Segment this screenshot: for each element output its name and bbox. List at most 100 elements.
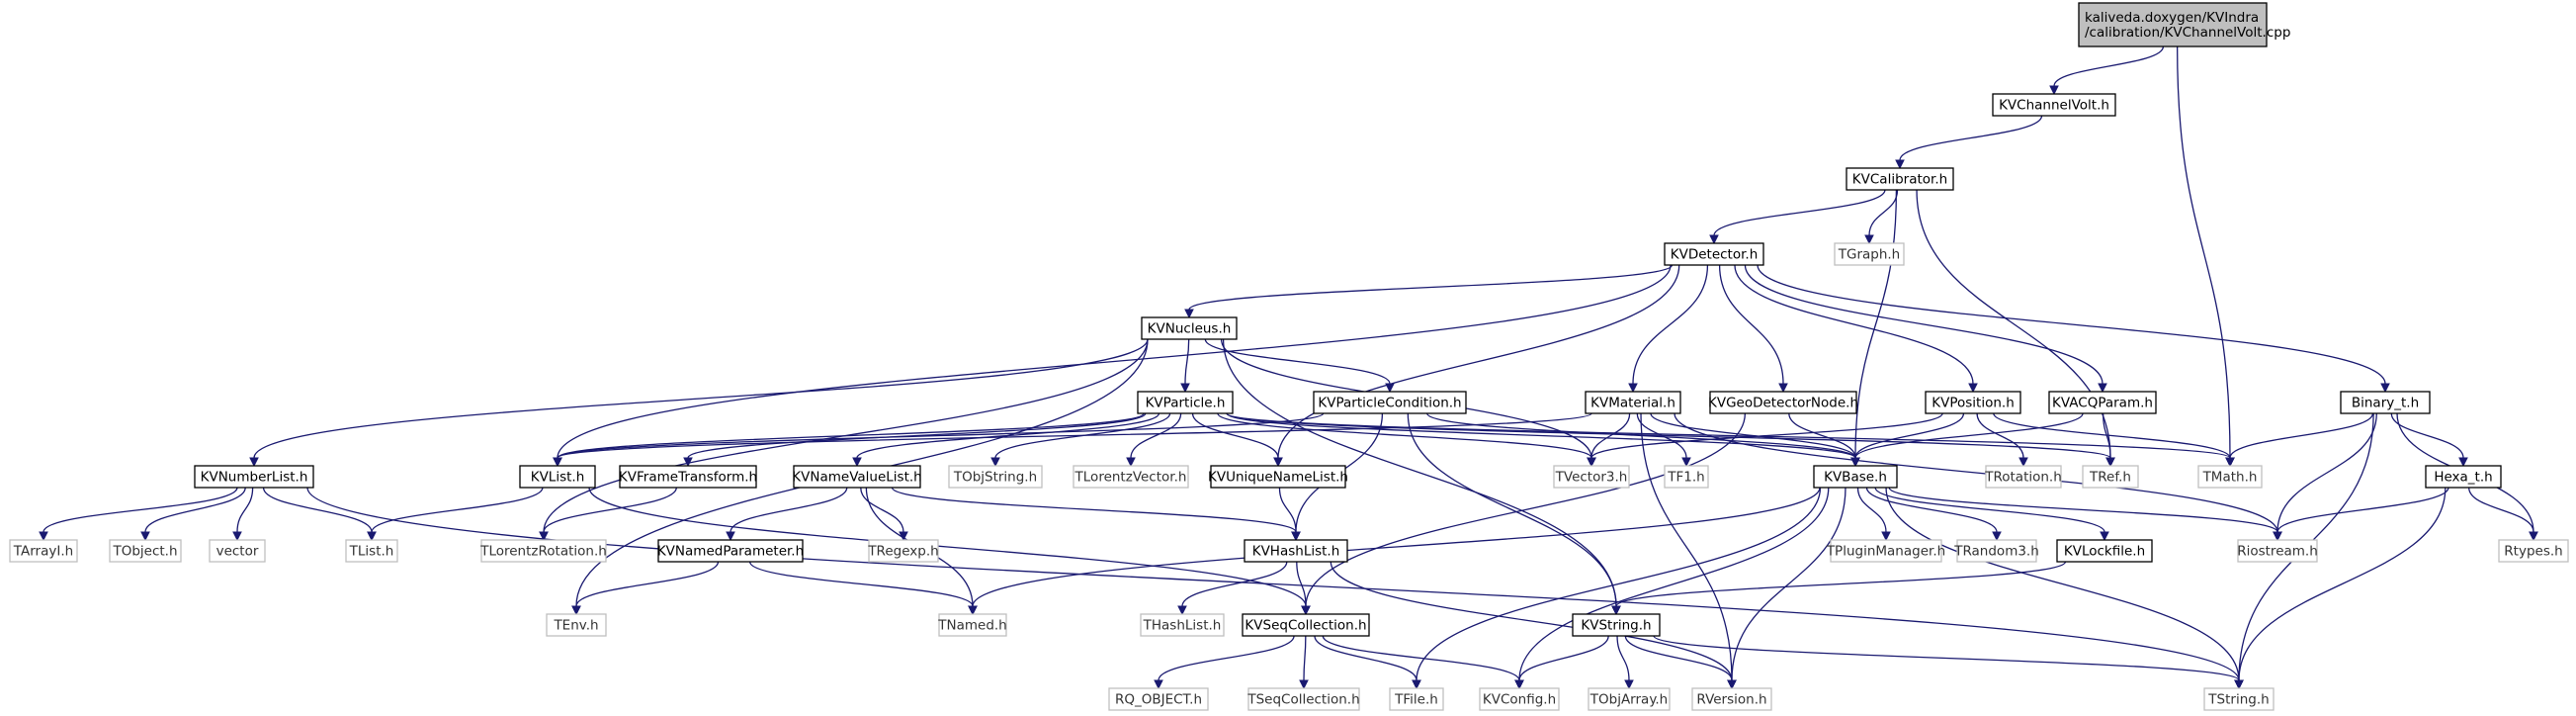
edge-line: [1874, 487, 2105, 533]
node-vector[interactable]: vector: [209, 539, 266, 563]
node-tobj-string[interactable]: TObjString.h: [948, 465, 1043, 489]
node-tref[interactable]: TRef.h: [2082, 465, 2139, 489]
node-kvnumber-list[interactable]: KVNumberList.h: [194, 465, 314, 489]
edge-line: [43, 487, 238, 533]
node-tnamed[interactable]: TNamed.h: [937, 613, 1007, 637]
arrowhead: [1628, 383, 1638, 394]
edge-line: [2053, 45, 2165, 87]
node-binary-t[interactable]: Binary_t.h: [2340, 391, 2431, 414]
edge-kvbase-to-tplugin-manager: [1856, 487, 1891, 542]
node-thash-list[interactable]: THashList.h: [1140, 613, 1225, 637]
node-kvconfig[interactable]: KVConfig.h: [1479, 687, 1560, 711]
edge-line: [371, 487, 544, 533]
arrowhead: [1291, 531, 1301, 542]
node-box: [1925, 391, 2021, 414]
nodes-layer: kaliveda.doxygen/KVIndra/calibration/KVC…: [9, 2, 2569, 711]
node-kvgeo-detector-node[interactable]: KVGeoDetectorNode.h: [1708, 391, 1858, 414]
edge-kvnumber-list-to-tarray-i: [39, 487, 238, 542]
node-tlist[interactable]: TList.h: [345, 539, 398, 563]
edge-kvcalibrator-to-kvdetector: [1709, 189, 1886, 245]
node-kvposition[interactable]: KVPosition.h: [1925, 391, 2021, 414]
node-label: KVGeoDetectorNode.h: [1708, 396, 1858, 411]
node-label: KVNucleus.h: [1148, 321, 1232, 337]
arrowhead: [1587, 457, 1596, 468]
edge-kvnamed-parameter-to-tenv: [571, 561, 720, 616]
node-kvhash-list[interactable]: KVHashList.h: [1244, 539, 1348, 563]
node-label: KVSeqCollection.h: [1245, 618, 1366, 634]
node-kvlockfile[interactable]: KVLockfile.h: [2056, 539, 2153, 563]
node-box: [938, 613, 1007, 637]
node-kvbase[interactable]: KVBase.h: [1813, 465, 1898, 489]
node-rq-object[interactable]: RQ_OBJECT.h: [1108, 687, 1209, 711]
node-kvparticle-condition[interactable]: KVParticleCondition.h: [1313, 391, 1467, 414]
edge-kvseq-collection-to-kvconfig: [1322, 635, 1524, 690]
edge-line: [1204, 338, 1391, 385]
node-label: TObjString.h: [953, 470, 1037, 486]
edge-line: [2390, 412, 2464, 459]
arrowhead: [571, 605, 581, 616]
edge-hexa-t-to-rtypes: [2468, 487, 2538, 542]
edge-line: [557, 264, 1672, 459]
node-kvframe-transform[interactable]: KVFrameTransform.h: [619, 465, 757, 489]
node-box: [2197, 465, 2263, 489]
edge-kvdetector-to-kvgeo-detector-node: [1718, 264, 1788, 394]
node-kvmaterial[interactable]: KVMaterial.h: [1585, 391, 1681, 414]
node-trandom3[interactable]: TRandom3.h: [1953, 539, 2039, 563]
node-tstring[interactable]: TString.h: [2203, 687, 2275, 711]
node-kvdetector[interactable]: KVDetector.h: [1664, 242, 1764, 266]
node-kvnucleus[interactable]: KVNucleus.h: [1141, 316, 1238, 340]
node-tf1[interactable]: TF1.h: [1664, 465, 1709, 489]
node-root[interactable]: kaliveda.doxygen/KVIndra/calibration/KVC…: [2078, 2, 2290, 47]
edge-line: [1426, 412, 1856, 459]
edge-line: [253, 338, 1149, 459]
edge-line: [687, 412, 1147, 459]
node-rversion[interactable]: RVersion.h: [1691, 687, 1772, 711]
node-kvlist[interactable]: KVList.h: [519, 465, 596, 489]
node-kvparticle[interactable]: KVParticle.h: [1137, 391, 1234, 414]
node-tarray-i[interactable]: TArrayI.h: [9, 539, 78, 563]
node-trotation[interactable]: TRotation.h: [1984, 465, 2062, 489]
edges-layer: [39, 45, 2538, 690]
node-tfile[interactable]: TFile.h: [1389, 687, 1444, 711]
node-box: [2078, 2, 2268, 47]
node-box: [1242, 613, 1370, 637]
node-tobject[interactable]: TObject.h: [109, 539, 182, 563]
edge-line: [1322, 635, 1520, 681]
node-box: [480, 539, 607, 563]
node-kvstring[interactable]: KVString.h: [1572, 613, 1661, 637]
node-kvcalibrator[interactable]: KVCalibrator.h: [1846, 167, 1954, 191]
arrowhead: [2234, 679, 2244, 690]
node-box: [793, 465, 921, 489]
node-kvunique-name-list[interactable]: KVUniqueNameList.h: [1208, 465, 1348, 489]
node-kvchannel-volt[interactable]: KVChannelVolt.h: [1992, 93, 2116, 117]
arrowhead: [2018, 457, 2028, 468]
arrowhead: [2225, 457, 2235, 468]
node-tregexp[interactable]: TRegexp.h: [867, 539, 939, 563]
edge-kvdetector-to-kvmaterial: [1628, 264, 1709, 394]
edge-line: [1303, 635, 1307, 681]
node-label: KVUniqueNameList.h: [1208, 470, 1348, 486]
edge-line: [1865, 487, 1998, 533]
node-tenv[interactable]: TEnv.h: [546, 613, 607, 637]
node-tlorentz-vector[interactable]: TLorentzVector.h: [1073, 465, 1189, 489]
node-tlorentz-rotation[interactable]: TLorentzRotation.h: [479, 539, 607, 563]
node-kvnamed-parameter[interactable]: KVNamedParameter.h: [657, 539, 804, 563]
edge-line: [2229, 412, 2374, 459]
node-kvacqparam[interactable]: KVACQParam.h: [2048, 391, 2157, 414]
node-tplugin-manager[interactable]: TPluginManager.h: [1826, 539, 1945, 563]
node-hexa-t[interactable]: Hexa_t.h: [2425, 465, 2502, 489]
edge-line: [262, 487, 373, 533]
node-tvector3[interactable]: TVector3.h: [1553, 465, 1630, 489]
node-kvseq-collection[interactable]: KVSeqCollection.h: [1242, 613, 1370, 637]
node-tmath[interactable]: TMath.h: [2197, 465, 2263, 489]
arrowhead: [553, 457, 562, 468]
node-kvname-value-list[interactable]: KVNameValueList.h: [792, 465, 922, 489]
edge-kvnamed-parameter-to-tnamed: [748, 561, 978, 616]
node-tgraph[interactable]: TGraph.h: [1834, 242, 1905, 266]
edge-kvdetector-to-kvposition: [1734, 264, 1978, 394]
node-tseq-collection[interactable]: TSeqCollection.h: [1246, 687, 1360, 711]
node-rtypes[interactable]: Rtypes.h: [2498, 539, 2569, 563]
node-tobj-array[interactable]: TObjArray.h: [1588, 687, 1671, 711]
node-riostream[interactable]: Riostream.h: [2237, 539, 2318, 563]
